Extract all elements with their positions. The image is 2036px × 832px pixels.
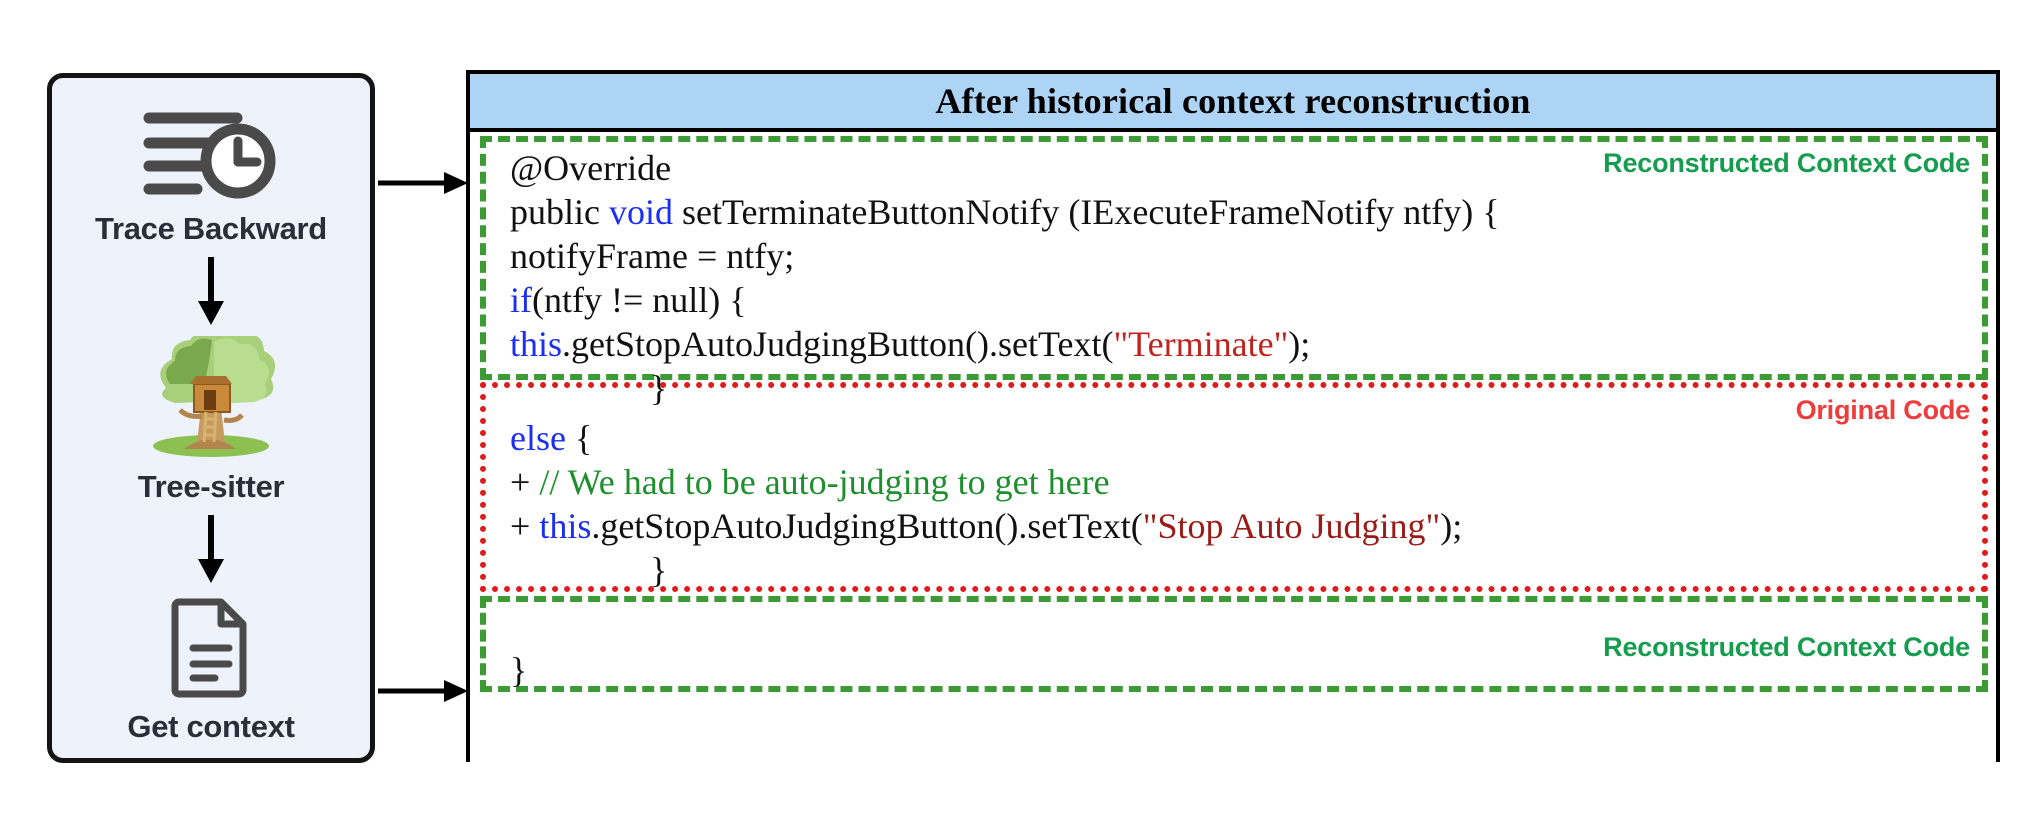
annotation-label-reconstructed-top: Reconstructed Context Code [1599,148,1974,179]
code-token-this: this [510,324,563,364]
code-token-void: void [608,192,673,232]
annotation-box-reconstructed-bottom [480,596,1988,692]
code-token-plus: + [510,506,540,546]
code-line-signature: public void setTerminateButtonNotify (IE… [510,194,1500,230]
code-body: Reconstructed Context Code Original Code… [470,132,1996,762]
code-token-else: else [510,418,566,458]
pipeline-stage-get-context[interactable]: Get context [127,594,295,745]
code-token-public: public [510,192,609,232]
code-line-notifyframe: notifyFrame = ntfy; [510,236,795,276]
code-token-call-end: ); [1288,324,1311,364]
annotation-label-original: Original Code [1791,395,1974,426]
annotation-label-reconstructed-bottom: Reconstructed Context Code [1599,632,1974,663]
document-icon [165,594,257,703]
code-token-if-cond: (ntfy != null) { [532,280,747,320]
history-clock-icon [141,104,281,205]
pipeline-stage-trace-backward[interactable]: Trace Backward [95,104,327,247]
code-line-settext-terminate: this.getStopAutoJudgingButton().setText(… [510,326,1310,362]
pipeline-stage-label: Trace Backward [95,211,327,246]
pipeline-stage-label: Get context [127,709,295,744]
annotation-box-reconstructed-top [480,136,1988,380]
code-line-added-comment: + // We had to be auto-judging to get he… [510,464,1110,500]
code-token-else-brace: { [565,418,593,458]
code-card-header: After historical context reconstruction [470,74,1996,132]
code-token-call: .getStopAutoJudgingButton().setText( [562,324,1114,364]
code-line-override: @Override [510,148,672,188]
code-token-comment: // We had to be auto-judging to get here [539,462,1110,502]
code-line-else: else { [510,420,592,456]
code-line-close-else: } [650,550,668,590]
pipeline-stage-label: Tree-sitter [137,469,285,504]
arrow-to-reconstructed-top [378,168,470,203]
code-token-call-end: ); [1440,506,1463,546]
page-title: After historical context reconstruction [935,81,1531,121]
code-line-if: if(ntfy != null) { [510,282,747,318]
annotation-box-original [480,382,1988,592]
arrow-to-reconstructed-bottom [378,676,470,711]
code-line-close-if: } [650,368,668,408]
code-token-plus: + [510,462,540,502]
code-token-this: this [539,506,592,546]
code-card: After historical context reconstruction … [466,70,2000,762]
code-line-added-settext: + this.getStopAutoJudgingButton().setTex… [510,508,1462,544]
code-token-signature-rest: setTerminateButtonNotify (IExecuteFrameN… [673,192,1500,232]
code-token-string-stop-auto-judging: "Stop Auto Judging" [1142,506,1441,546]
code-token-string-terminate: "Terminate" [1113,324,1289,364]
code-token-if: if [510,280,532,320]
treehouse-icon [136,326,286,463]
pipeline-panel: Trace Backward [47,73,375,763]
pipeline-stage-tree-sitter[interactable]: Tree-sitter [136,326,286,505]
code-line-close-method: } [510,650,528,690]
code-token-call: .getStopAutoJudgingButton().setText( [591,506,1143,546]
down-arrow-icon [191,513,231,590]
down-arrow-icon [191,255,231,332]
